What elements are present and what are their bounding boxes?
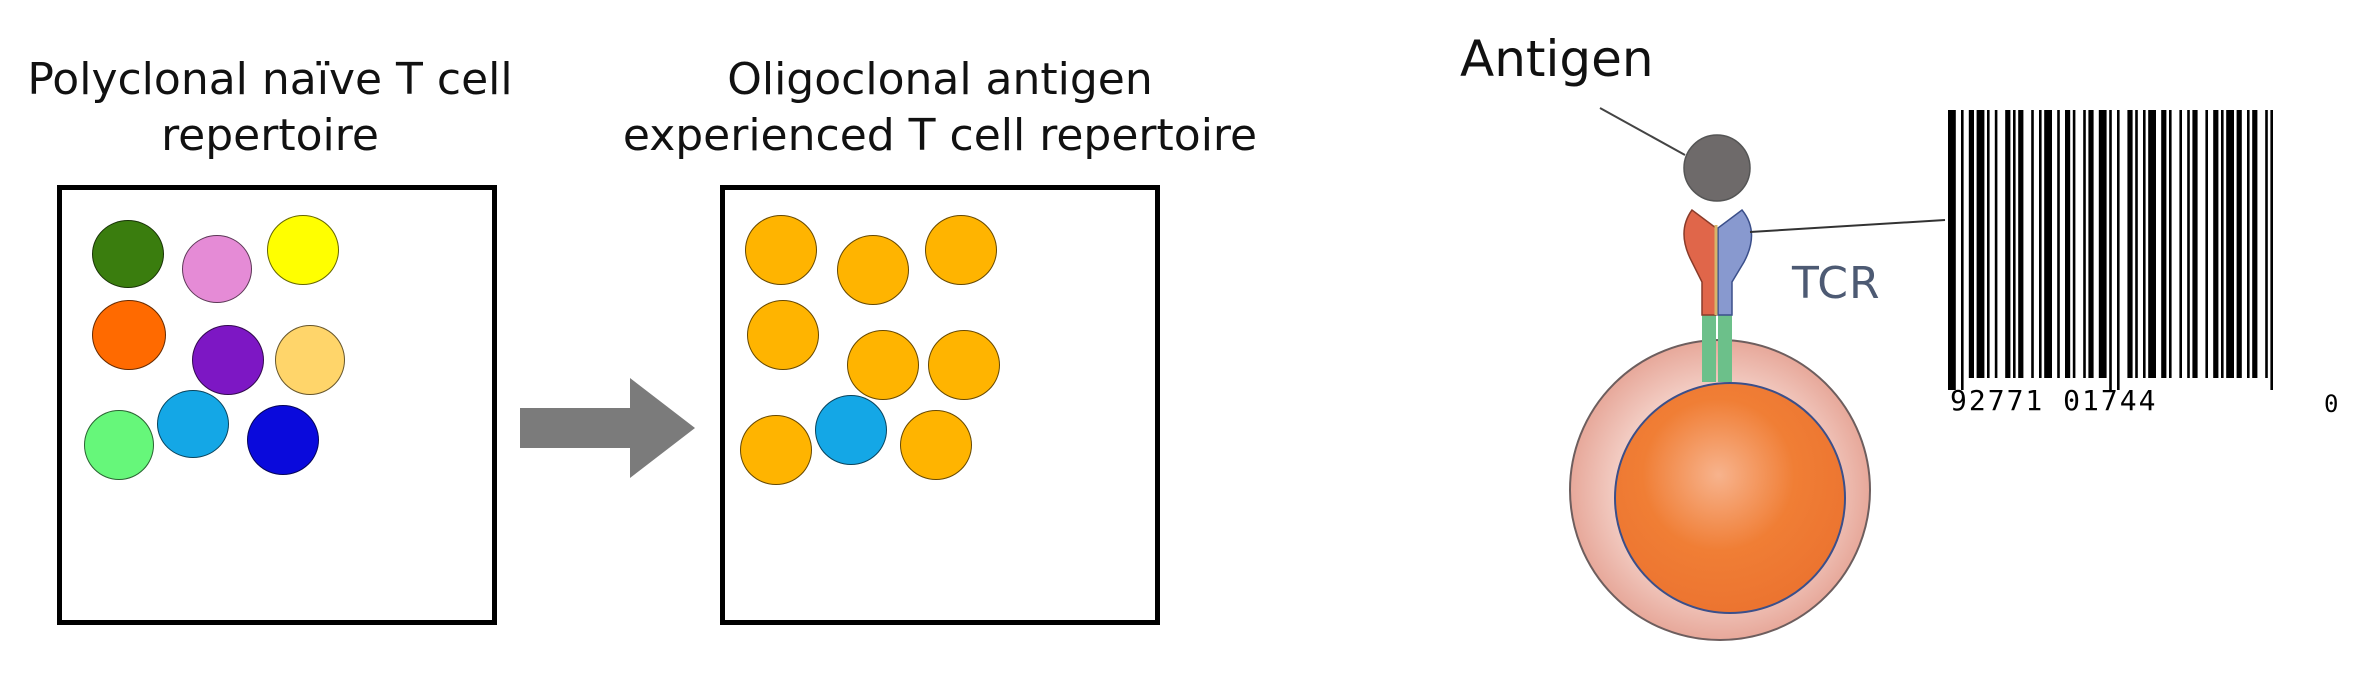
naive-repertoire-title: Polyclonal naïve T cell repertoire [0, 52, 540, 164]
experienced-t-cell-4 [747, 300, 819, 370]
naive-t-cell-7 [84, 410, 154, 480]
antigen-label: Antigen [1460, 30, 1654, 88]
barcode-icon [1948, 110, 2273, 390]
experienced-t-cell-7 [740, 415, 812, 485]
experienced-title-line2: experienced T cell repertoire [622, 110, 1258, 161]
experienced-repertoire-title: Oligoclonal antigen experienced T cell r… [590, 52, 1290, 164]
naive-t-cell-5 [192, 325, 264, 395]
tcr-alpha-stalk [1702, 312, 1716, 382]
naive-t-cell-1 [92, 220, 164, 288]
naive-title-line2: repertoire [161, 110, 379, 161]
barcode-check-digit: 0 [2324, 390, 2339, 418]
tcr-beta-chain [1717, 208, 1753, 316]
antigen-particle [1683, 134, 1751, 202]
experienced-t-cell-2 [837, 235, 909, 305]
right-arrow-icon [520, 378, 695, 478]
tcr-beta-stalk [1718, 312, 1732, 382]
experienced-t-cell-5 [847, 330, 919, 400]
experienced-t-cell-3 [925, 215, 997, 285]
experienced-t-cell-8 [815, 395, 887, 465]
experienced-t-cell-1 [745, 215, 817, 285]
naive-repertoire-box [57, 185, 497, 625]
naive-t-cell-6 [275, 325, 345, 395]
barcode-digits: 92771 01744 [1950, 384, 2158, 417]
tcr-alpha-chain [1683, 208, 1717, 316]
antigen-pointer-line [1599, 107, 1686, 156]
naive-t-cell-2 [182, 235, 252, 303]
experienced-repertoire-box [720, 185, 1160, 625]
naive-title-line1: Polyclonal naïve T cell [27, 54, 513, 105]
barcode-pointer-line [1749, 219, 1946, 233]
naive-t-cell-4 [92, 300, 166, 370]
experienced-t-cell-6 [928, 330, 1000, 400]
tcr-label: TCR [1792, 258, 1881, 309]
naive-t-cell-9 [247, 405, 319, 475]
experienced-t-cell-9 [900, 410, 972, 480]
naive-t-cell-3 [267, 215, 339, 285]
experienced-title-line1: Oligoclonal antigen [727, 54, 1153, 105]
t-cell-illustration [1569, 107, 1946, 641]
naive-t-cell-8 [157, 390, 229, 458]
t-cell-nucleus [1614, 382, 1846, 614]
